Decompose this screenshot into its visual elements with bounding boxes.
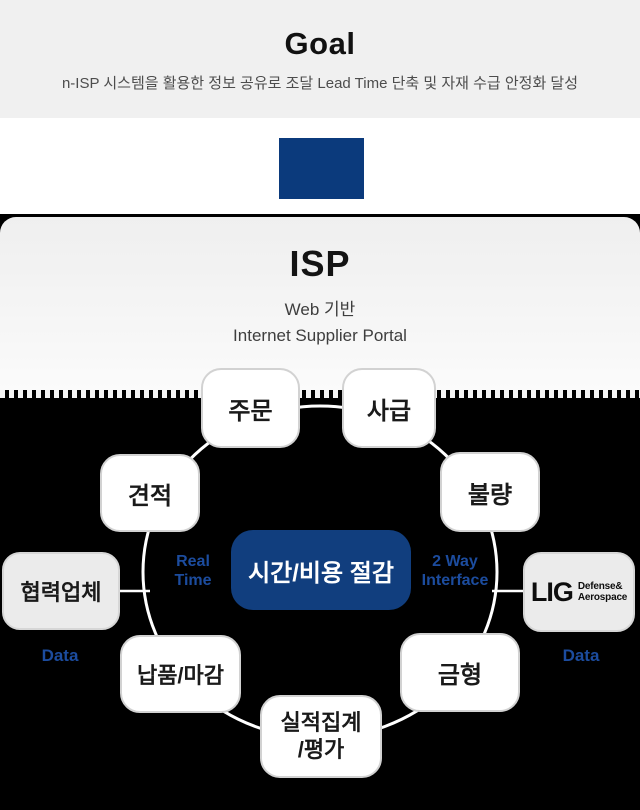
node-performance-line2: /평가 xyxy=(297,736,345,762)
flow-connector-rectangle xyxy=(279,138,364,199)
label-two-way-interface: 2 Way Interface xyxy=(408,552,502,590)
isp-title: ISP xyxy=(289,243,351,284)
goal-header: Goal n-ISP 시스템을 활용한 정보 공유로 조달 Lead Time … xyxy=(0,0,640,118)
lig-subtext-line2: Aerospace xyxy=(577,592,628,603)
node-mold: 금형 xyxy=(400,633,520,712)
label-real-time-line1: Real xyxy=(176,553,210,570)
lig-wordmark: LIG xyxy=(530,576,574,607)
partner-company-label: 협력업체 xyxy=(20,580,102,605)
goal-title: Goal xyxy=(284,26,356,61)
node-supply: 사급 xyxy=(342,368,436,448)
label-real-time-line2: Time xyxy=(174,572,212,589)
node-delivery-closing: 납품/마감 xyxy=(120,635,241,713)
label-two-way-line1: 2 Way xyxy=(432,553,478,570)
isp-subtitle-line2: Internet Supplier Portal xyxy=(233,326,407,345)
lig-subtext-line1: Defense& xyxy=(577,581,623,592)
label-data-right: Data xyxy=(562,646,600,665)
node-defect: 불량 xyxy=(440,452,540,532)
node-order-label: 주문 xyxy=(228,397,273,425)
isp-subtitle-line1: Web 기반 xyxy=(284,300,356,319)
lig-logo: LIG Defense& Aerospace xyxy=(530,576,628,608)
isp-card: ISP Web 기반 Internet Supplier Portal xyxy=(0,217,640,390)
label-two-way-line2: Interface xyxy=(421,572,489,589)
node-order: 주문 xyxy=(201,368,300,448)
label-real-time: Real Time xyxy=(153,552,233,590)
node-defect-label: 불량 xyxy=(467,481,513,509)
node-quotation: 견적 xyxy=(100,454,200,532)
isp-card-dissolve-edge xyxy=(0,390,640,398)
lig-logo-box: LIG Defense& Aerospace xyxy=(523,552,635,632)
partner-company-box: 협력업체 xyxy=(2,552,120,630)
node-mold-label: 금형 xyxy=(437,662,483,689)
center-benefit-box: 시간/비용 절감 xyxy=(231,530,411,610)
label-data-left: Data xyxy=(41,646,79,665)
isp-subtitle: Web 기반 Internet Supplier Portal xyxy=(0,285,640,349)
center-benefit-label: 시간/비용 절감 xyxy=(248,559,394,587)
node-quotation-label: 견적 xyxy=(127,482,173,510)
node-delivery-closing-label: 납품/마감 xyxy=(136,663,225,688)
node-supply-label: 사급 xyxy=(366,397,412,425)
goal-subtitle: n-ISP 시스템을 활용한 정보 공유로 조달 Lead Time 단축 및 … xyxy=(61,75,579,92)
node-performance-evaluation: 실적집계 /평가 xyxy=(260,695,382,778)
lig-wordmark-subtext: Defense& Aerospace xyxy=(577,581,628,603)
node-performance-line1: 실적집계 xyxy=(280,710,362,736)
